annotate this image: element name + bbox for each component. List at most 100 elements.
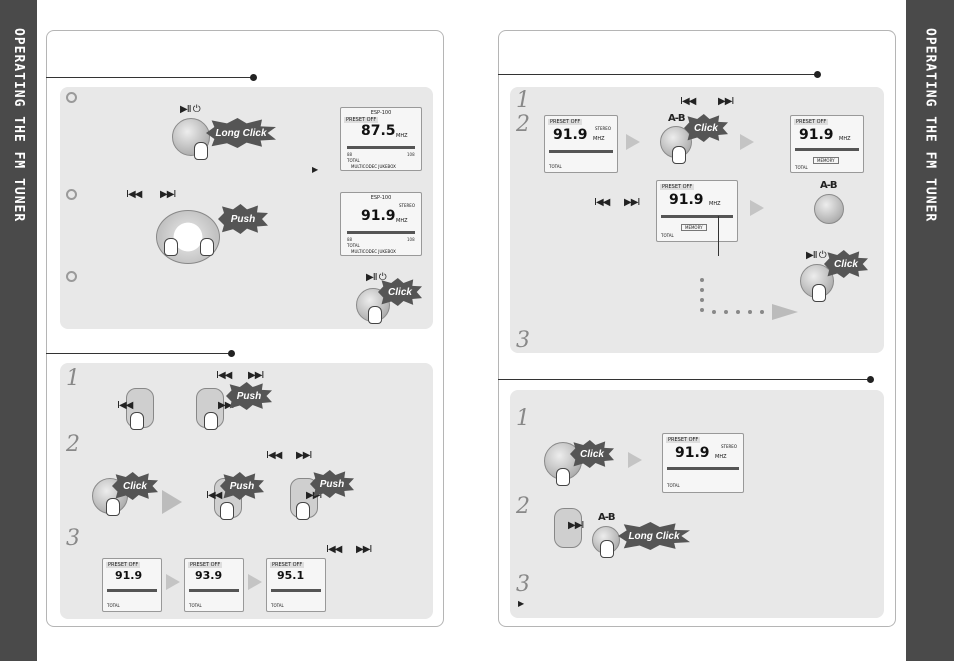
- hand-icon: [812, 284, 826, 302]
- lcd-model: ESP-100: [370, 110, 392, 116]
- lcd-memory: MEMORY: [681, 224, 707, 231]
- lcd-frequency: 87.5: [361, 123, 396, 139]
- lcd-total: TOTAL: [549, 164, 562, 169]
- lcd-screen: PRESET OFF 91.9 MHZ STEREO TOTAL: [544, 115, 618, 173]
- step-number: 2: [66, 432, 80, 457]
- ab-icon: A-B: [820, 180, 837, 191]
- play-power-icon: ▶II ⏻: [180, 104, 201, 115]
- lcd-frequency: 91.9: [553, 127, 588, 143]
- lcd-bar: [667, 467, 739, 470]
- next-icon: ▶▶I: [718, 96, 734, 107]
- flow-arrow: [628, 452, 642, 468]
- lcd-screen: PRESET OFF 93.9 TOTAL: [184, 558, 244, 612]
- section-rule: [46, 77, 254, 78]
- prev-icon: I◀◀: [117, 400, 133, 411]
- flow-arrow: [626, 134, 640, 150]
- lcd-frequency: 91.9: [799, 127, 834, 143]
- side-tab-label: OPERATING THE FM TUNER: [922, 28, 938, 223]
- lcd-unit: MHZ: [396, 218, 408, 224]
- flow-arrow: [740, 134, 754, 150]
- prev-icon: I◀◀: [326, 544, 342, 555]
- hand-icon: [130, 412, 144, 430]
- memory-delete-panel: [510, 390, 884, 618]
- ab-icon: A-B: [598, 512, 615, 523]
- lcd-frequency: 91.9: [675, 445, 710, 461]
- next-icon: ▶▶I: [160, 189, 176, 200]
- side-tab-left: OPERATING THE FM TUNER: [0, 0, 37, 661]
- next-side-button[interactable]: [196, 388, 224, 428]
- prev-icon: I◀◀: [266, 450, 282, 461]
- lcd-bar: [107, 589, 157, 592]
- lcd-total: TOTAL: [661, 233, 674, 238]
- lcd-total: TOTAL: [271, 603, 284, 608]
- flow-arrow: [750, 200, 764, 216]
- step-number: 2: [516, 112, 530, 137]
- lcd-total: TOTAL: [795, 165, 808, 170]
- hand-icon: [106, 498, 120, 516]
- play-power-icon: ▶II ⏻: [806, 250, 827, 261]
- lcd-header: PRESET OFF: [106, 562, 141, 568]
- next-icon: ▶▶I: [568, 520, 584, 531]
- prev-icon: I◀◀: [680, 96, 696, 107]
- lcd-frequency: 95.1: [277, 569, 305, 582]
- lcd-scale-high: 108: [407, 237, 415, 242]
- next-icon: ▶▶I: [356, 544, 372, 555]
- lcd-footer: MULTICODEC JUKEBOX: [351, 249, 396, 254]
- lcd-total: TOTAL: [107, 603, 120, 608]
- lcd-bar: [347, 146, 415, 149]
- section-rule: [498, 379, 870, 380]
- section-rule-dot: [228, 350, 235, 357]
- lcd-frequency: 91.9: [669, 192, 704, 208]
- section-rule: [498, 74, 816, 75]
- hand-icon: [672, 146, 686, 164]
- section-rule-dot: [867, 376, 874, 383]
- lcd-header: PRESET OFF: [666, 437, 701, 443]
- lcd-screen: ESP-100 STEREO 91.9 MHZ 88 108 TOTAL MUL…: [340, 192, 422, 256]
- lcd-stereo: STEREO: [399, 203, 415, 208]
- lcd-scale-low: 88: [347, 237, 353, 242]
- step-number: 1: [516, 406, 530, 431]
- lcd-unit: MHZ: [593, 136, 605, 142]
- lcd-frequency: 91.9: [361, 208, 396, 224]
- flow-arrow: [166, 574, 180, 590]
- hand-icon: [600, 540, 614, 558]
- flow-arrow: [162, 490, 182, 514]
- next-icon: ▶▶I: [248, 370, 264, 381]
- step-number: 3: [516, 328, 530, 353]
- section-rule-dot: [250, 74, 257, 81]
- step-number: 1: [66, 366, 80, 391]
- lcd-scale-high: 108: [407, 152, 415, 157]
- lcd-bar: [189, 589, 239, 592]
- lcd-header: PRESET OFF: [270, 562, 305, 568]
- play-arrow-icon: ▶: [312, 165, 318, 174]
- hand-icon: [204, 412, 218, 430]
- lcd-stereo: STEREO: [595, 126, 611, 131]
- lcd-stereo: STEREO: [721, 444, 737, 449]
- next-side-button[interactable]: [554, 508, 582, 548]
- lcd-total: TOTAL: [347, 243, 360, 248]
- ab-button-knob[interactable]: [814, 194, 844, 224]
- next-icon: ▶▶I: [218, 400, 234, 411]
- prev-icon: I◀◀: [206, 490, 222, 501]
- side-tab-label: OPERATING THE FM TUNER: [11, 28, 26, 223]
- lcd-screen: PRESET OFF 95.1 TOTAL: [266, 558, 326, 612]
- lcd-unit: MHZ: [839, 136, 851, 142]
- flow-arrow: [248, 574, 262, 590]
- lcd-bar: [795, 148, 859, 151]
- next-icon: ▶▶I: [624, 197, 640, 208]
- hand-icon: [194, 142, 208, 160]
- lcd-header: PRESET OFF: [660, 184, 695, 190]
- lcd-total: TOTAL: [347, 158, 360, 163]
- lcd-footer: MULTICODEC JUKEBOX: [351, 164, 396, 169]
- lcd-bar: [271, 589, 321, 592]
- dotted-flow-arrow: [700, 278, 798, 320]
- lcd-bar: [549, 150, 613, 153]
- lcd-frequency: 93.9: [195, 569, 223, 582]
- lcd-total: TOTAL: [189, 603, 202, 608]
- lcd-bar: [661, 215, 733, 218]
- lcd-screen: PRESET OFF 91.9 MHZ STEREO TOTAL: [662, 433, 744, 493]
- lcd-screen: PRESET OFF 91.9 MHZ MEMORY TOTAL: [656, 180, 738, 242]
- play-arrow-icon: ▶: [518, 599, 524, 608]
- section-rule: [46, 353, 232, 354]
- hand-icon: [368, 306, 382, 324]
